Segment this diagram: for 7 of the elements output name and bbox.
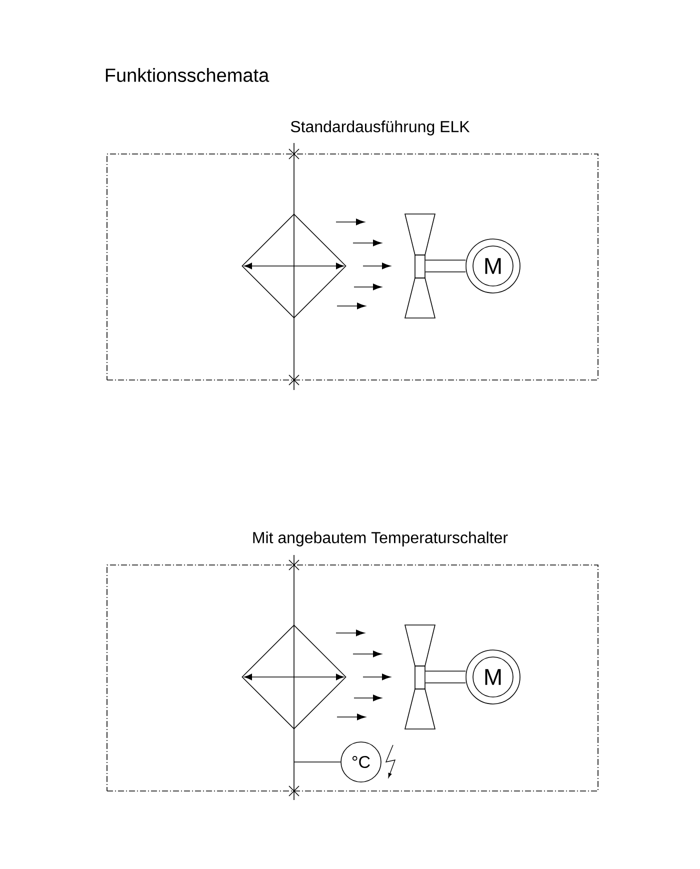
page-title: Funktionsschemata	[106, 68, 270, 82]
heater-diamond	[242, 214, 346, 318]
panel-heading: Mit angebautem Temperaturschalter	[253, 532, 508, 546]
panel-heading: Standardausführung ELK	[290, 120, 470, 136]
heater-diamond	[242, 624, 346, 730]
shaft-line	[425, 670, 466, 684]
shaft-line	[425, 260, 466, 272]
